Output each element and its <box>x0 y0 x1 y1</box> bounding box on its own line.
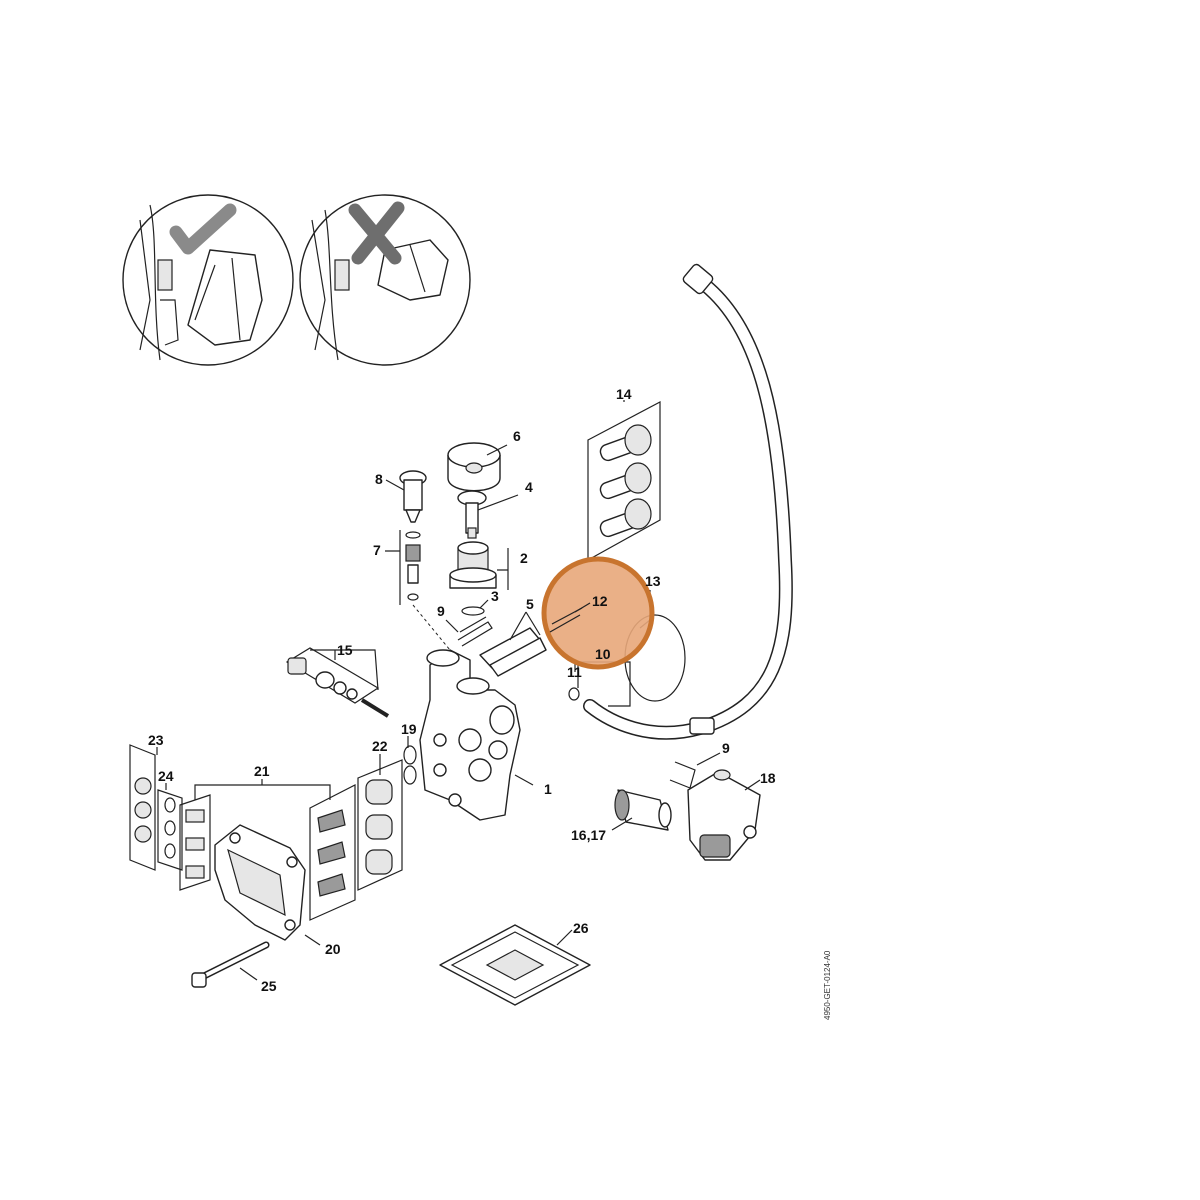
clips-5 <box>479 627 547 677</box>
callout-9a: 9 <box>437 603 445 619</box>
callout-8: 8 <box>375 471 383 487</box>
inset-incorrect <box>299 194 471 366</box>
callout-13: 13 <box>645 573 661 589</box>
callout-3: 3 <box>491 588 499 604</box>
callout-7: 7 <box>373 542 381 558</box>
cap <box>447 442 501 492</box>
callout-22: 22 <box>372 738 388 754</box>
callout-9b: 9 <box>722 740 730 756</box>
high-pressure-hose <box>583 263 793 740</box>
highlight-marker <box>541 556 655 670</box>
piston-group <box>587 401 661 562</box>
unloader-valve <box>614 789 672 831</box>
inset-correct <box>122 194 294 366</box>
cross-icon <box>348 201 405 265</box>
gasket-kit <box>439 924 591 1006</box>
callout-15: 15 <box>337 642 353 658</box>
callout-6: 6 <box>513 428 521 444</box>
callout-4: 4 <box>525 479 533 495</box>
callout-25: 25 <box>261 978 277 994</box>
clip-9b <box>669 761 696 789</box>
callout-18: 18 <box>760 770 776 786</box>
o-ring-3 <box>461 606 485 616</box>
valve-set-22 <box>357 759 403 891</box>
drawing-code: 4950-GET-0124-A0 <box>823 950 832 1020</box>
valve-insert <box>457 490 487 539</box>
switch-housing <box>687 769 761 861</box>
callout-10: 10 <box>595 646 611 662</box>
callout-24: 24 <box>158 768 174 784</box>
callout-19: 19 <box>401 721 417 737</box>
o-ring-11 <box>568 687 580 701</box>
bypass-valve-parts <box>285 647 390 718</box>
callout-labels: 1 2 3 4 5 6 7 8 9 9 10 11 12 13 14 15 16… <box>148 386 776 994</box>
checkmark-icon <box>169 203 237 255</box>
callout-26: 26 <box>573 920 589 936</box>
callout-14: 14 <box>616 386 632 402</box>
callout-2: 2 <box>520 550 528 566</box>
clip-9 <box>457 616 493 647</box>
callout-16-17: 16,17 <box>571 827 606 843</box>
callout-1: 1 <box>544 781 552 797</box>
callout-20: 20 <box>325 941 341 957</box>
cylinder-head <box>214 824 306 941</box>
callout-23: 23 <box>148 732 164 748</box>
o-ring-set-24 <box>157 789 183 871</box>
pump-housing <box>419 649 521 821</box>
callout-12: 12 <box>592 593 608 609</box>
callout-21: 21 <box>254 763 270 779</box>
check-valve <box>405 531 451 651</box>
seal-set-21 <box>179 784 356 921</box>
seal-set-23 <box>129 744 156 871</box>
callout-5: 5 <box>526 596 534 612</box>
callout-11: 11 <box>567 664 582 680</box>
leader-lines <box>156 400 761 981</box>
o-rings-19 <box>403 745 417 785</box>
fitting <box>449 541 497 589</box>
bolt <box>191 941 270 988</box>
plug <box>399 470 427 523</box>
